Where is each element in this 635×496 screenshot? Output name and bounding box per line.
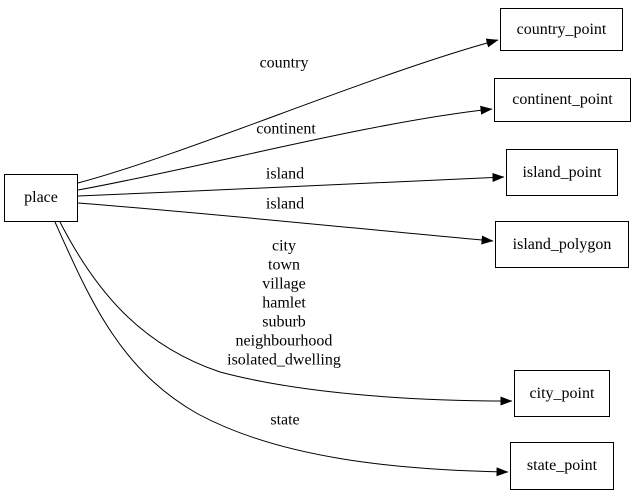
edge-label-state: state	[270, 411, 300, 429]
node-state-point: state_point	[510, 442, 614, 490]
node-place-label: place	[24, 189, 58, 206]
node-city-point: city_point	[514, 370, 610, 417]
edge-label-island-polygon: island	[265, 195, 305, 213]
edge-place-state-point	[54, 221, 509, 477]
node-country-point-label: country_point	[516, 20, 607, 38]
edge-place-continent-point	[77, 105, 493, 191]
node-island-point: island_point	[506, 149, 618, 196]
node-continent-point: continent_point	[494, 78, 631, 122]
edge-place-island-polygon	[77, 202, 494, 245]
node-city-point-label: city_point	[529, 384, 595, 402]
node-island-polygon: island_polygon	[495, 221, 629, 268]
node-state-point-label: state_point	[526, 457, 598, 474]
node-continent-point-label: continent_point	[512, 91, 613, 108]
edge-label-city-group: city town village hamlet suburb neighbou…	[227, 237, 341, 369]
edge-place-island-point	[77, 172, 505, 197]
node-island-point-label: island_point	[522, 163, 602, 181]
node-place: place	[4, 174, 78, 222]
node-country-point: country_point	[500, 8, 623, 51]
node-island-polygon-label: island_polygon	[512, 235, 612, 253]
edge-place-country-point	[77, 38, 499, 184]
edge-place-city-point	[59, 221, 513, 406]
edge-label-country: country	[259, 54, 309, 72]
edge-label-island-point: island	[265, 165, 305, 183]
edge-label-continent: continent	[256, 120, 316, 138]
